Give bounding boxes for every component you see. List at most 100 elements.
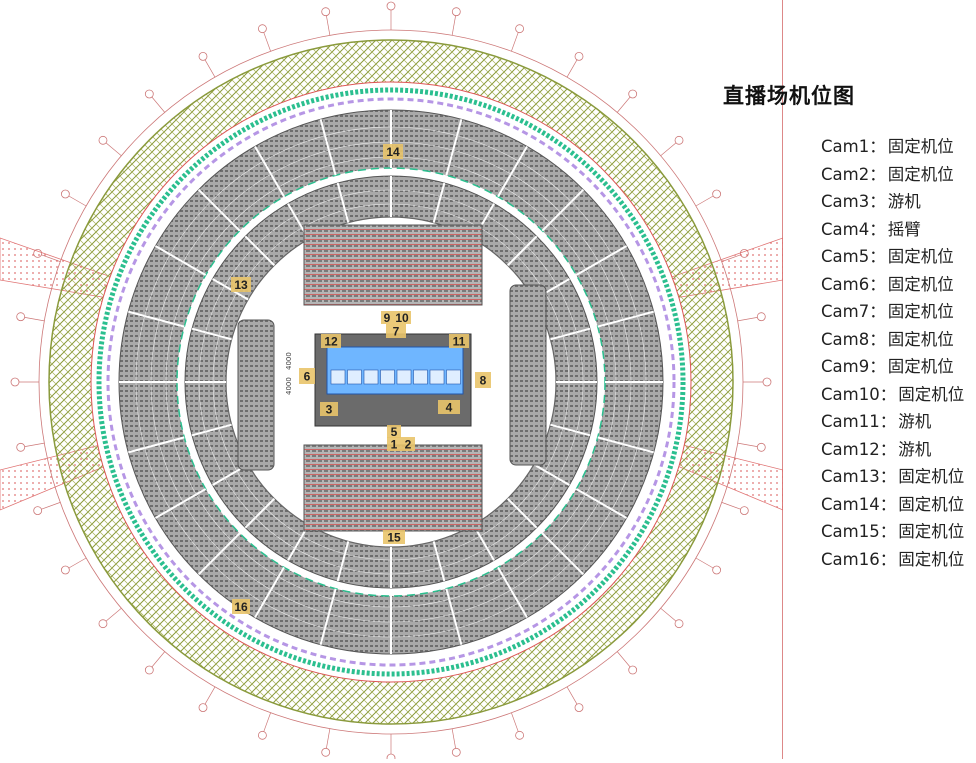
camera-legend-item: Cam13：固定机位 — [821, 463, 964, 491]
camera-marker-10: 10 — [393, 311, 411, 325]
column-tick — [204, 686, 216, 705]
camera-legend-item: Cam8：固定机位 — [821, 326, 964, 354]
camera-id: Cam16 — [821, 549, 880, 569]
court-booth — [363, 369, 379, 385]
camera-legend-item: Cam11：游机 — [821, 408, 964, 436]
camera-legend-item: Cam10：固定机位 — [821, 381, 964, 409]
inner-green-ring — [96, 87, 686, 677]
camera-marker-12: 12 — [321, 334, 341, 349]
column-tick — [721, 502, 741, 510]
aisle-line — [212, 278, 249, 301]
column-marker — [756, 312, 766, 322]
column-tick — [451, 728, 456, 749]
aisle-line — [191, 423, 232, 437]
camera-marker-11: 11 — [449, 334, 469, 349]
aisle-line — [244, 235, 276, 267]
column-tick — [24, 442, 45, 447]
east-floor-seating — [509, 284, 547, 466]
camera-separator: ： — [869, 164, 886, 184]
column-marker — [451, 7, 461, 17]
column-tick — [660, 607, 677, 622]
aisle-line — [154, 245, 207, 276]
aisle-line — [506, 497, 538, 529]
camera-marker-badge — [321, 334, 341, 348]
camera-type: 固定机位 — [887, 137, 954, 156]
column-tick — [695, 557, 714, 569]
camera-marker-label: 13 — [234, 278, 248, 292]
camera-marker-label: 16 — [234, 600, 248, 614]
camera-id: Cam14 — [821, 494, 880, 514]
camera-legend-item: Cam1：固定机位 — [821, 133, 964, 161]
column-tick — [151, 96, 166, 113]
aisle-line — [541, 532, 585, 576]
aisle-line — [244, 497, 276, 529]
outer-boundary-ring — [38, 29, 744, 735]
column-marker — [144, 665, 154, 675]
camera-marker-label: 6 — [304, 370, 311, 384]
court-booth — [396, 369, 412, 385]
camera-marker-label: 3 — [326, 403, 333, 417]
column-tick — [326, 728, 331, 749]
court-booths — [330, 369, 461, 385]
camera-marker-5: 5 — [387, 425, 401, 439]
column-marker — [674, 135, 684, 145]
camera-id: Cam6 — [821, 274, 870, 294]
camera-legend-item: Cam14：固定机位 — [821, 491, 964, 519]
camera-separator: ： — [879, 384, 897, 404]
column-tick — [511, 712, 519, 732]
column-marker — [258, 730, 267, 740]
column-tick — [660, 142, 677, 157]
camera-legend-item: Cam5：固定机位 — [821, 243, 964, 271]
aisle-line — [336, 182, 350, 223]
camera-type: 固定机位 — [898, 384, 965, 404]
camera-separator: ： — [879, 439, 897, 459]
camera-marker-badge — [449, 334, 469, 348]
camera-id: Cam9 — [821, 357, 870, 376]
column-marker — [258, 24, 267, 34]
camera-marker-label: 2 — [405, 438, 412, 452]
camera-marker-16: 16 — [232, 599, 250, 614]
column-marker — [386, 1, 396, 11]
camera-type: 固定机位 — [887, 329, 954, 349]
column-tick — [105, 607, 122, 622]
aisle-line — [575, 245, 628, 276]
aisle-line — [497, 145, 528, 198]
column-marker — [574, 703, 584, 713]
camera-separator: ： — [869, 302, 886, 321]
aisle-line — [197, 532, 241, 576]
camera-separator: ： — [879, 412, 897, 431]
camera-separator: ： — [869, 247, 886, 266]
court-booth — [413, 369, 428, 385]
column-tick — [24, 317, 45, 322]
column-tick — [151, 651, 166, 668]
aisle-line — [550, 423, 591, 437]
aisle-line — [254, 566, 285, 619]
column-marker — [98, 135, 108, 145]
camera-id: Cam1 — [821, 137, 870, 156]
camera-type: 固定机位 — [887, 274, 954, 294]
column-marker — [628, 89, 638, 99]
camera-marker-label: 7 — [393, 325, 400, 339]
aisle-line — [445, 119, 463, 176]
aisle-line — [445, 588, 463, 645]
camera-separator: ： — [869, 137, 886, 156]
camera-type: 固定机位 — [898, 494, 965, 514]
column-marker — [321, 747, 331, 757]
column-tick — [105, 142, 122, 157]
camera-marker-badge — [393, 311, 411, 324]
camera-id: Cam11 — [821, 412, 880, 431]
seating-row-line — [198, 189, 584, 575]
camera-separator: ： — [879, 494, 897, 514]
column-marker — [515, 730, 524, 740]
column-marker — [674, 619, 684, 629]
column-tick — [616, 96, 631, 113]
camera-marker-label: 9 — [384, 311, 391, 325]
camera-marker-label: 11 — [453, 335, 466, 349]
camera-marker-label: 15 — [387, 531, 401, 545]
camera-marker-label: 4 — [446, 401, 453, 415]
camera-id: Cam12 — [821, 439, 880, 459]
